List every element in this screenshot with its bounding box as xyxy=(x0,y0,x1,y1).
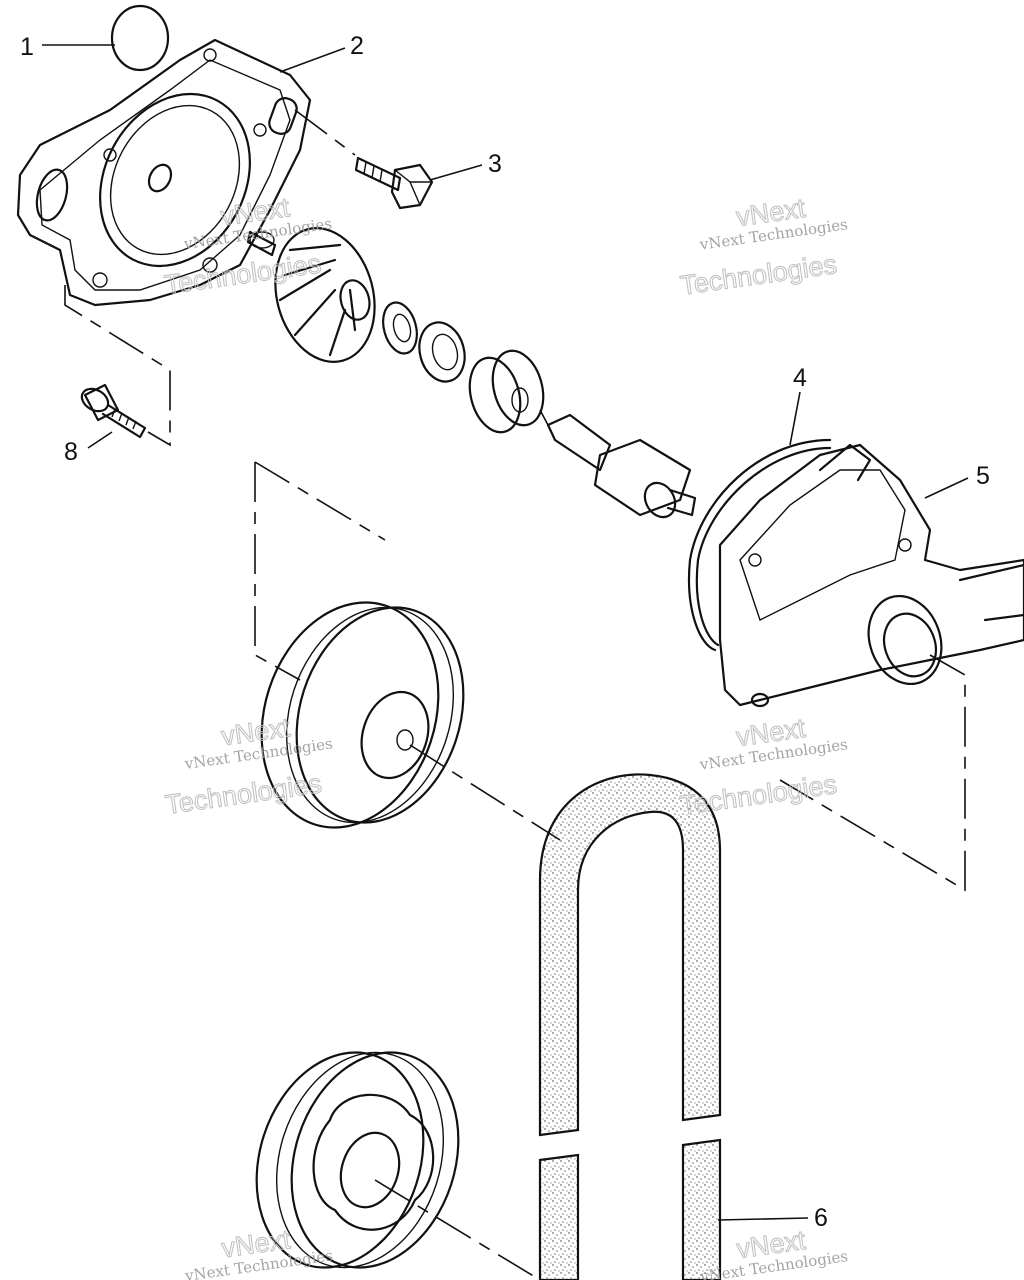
watermark-top-left: vNext Technologies vNext Technologies xyxy=(162,192,333,301)
pump-shaft xyxy=(546,413,697,519)
callout-8: 8 xyxy=(64,438,78,466)
part-6-drive-belt xyxy=(538,773,722,1280)
watermark-bottom-left: vNext Technologies vNext xyxy=(183,1224,334,1280)
upper-pulley xyxy=(260,601,465,829)
part-5-pump-housing xyxy=(718,443,1024,708)
watermark-middle-right: vNext Technologies vNext Technologies xyxy=(678,712,849,821)
seal-ring-medium xyxy=(418,321,466,383)
callout-2: 2 xyxy=(350,32,364,60)
callout-3: 3 xyxy=(488,150,502,178)
bushing xyxy=(468,349,545,434)
svg-text:Technologies: Technologies xyxy=(678,249,838,301)
callout-1: 1 xyxy=(20,33,34,61)
part-1-o-ring xyxy=(110,4,170,72)
seal-ring-small xyxy=(382,301,418,355)
callout-5: 5 xyxy=(976,462,990,490)
watermark-middle-left: vNext Technologies vNext Technologies xyxy=(163,712,334,821)
part-2-pump-cover xyxy=(16,38,312,307)
part-3-bolt xyxy=(354,156,434,210)
svg-text:Technologies: Technologies xyxy=(163,248,323,300)
watermark-top-right: vNext Technologies vNext Technologies xyxy=(678,192,849,301)
svg-text:Technologies: Technologies xyxy=(163,768,323,820)
part-8-cap-screw xyxy=(80,383,147,439)
lower-pulley xyxy=(255,1051,460,1269)
svg-text:Technologies: Technologies xyxy=(678,769,838,821)
callout-6: 6 xyxy=(814,1204,828,1232)
callout-labels: 1 2 3 4 5 6 8 xyxy=(20,32,990,1232)
leader-lines xyxy=(42,44,969,1221)
callout-4: 4 xyxy=(793,364,807,392)
part-4-o-ring xyxy=(688,438,832,652)
impeller xyxy=(246,227,376,363)
alignment-lines xyxy=(64,109,966,1280)
watermarks: vNext Technologies vNext Technologies vN… xyxy=(162,192,849,1280)
